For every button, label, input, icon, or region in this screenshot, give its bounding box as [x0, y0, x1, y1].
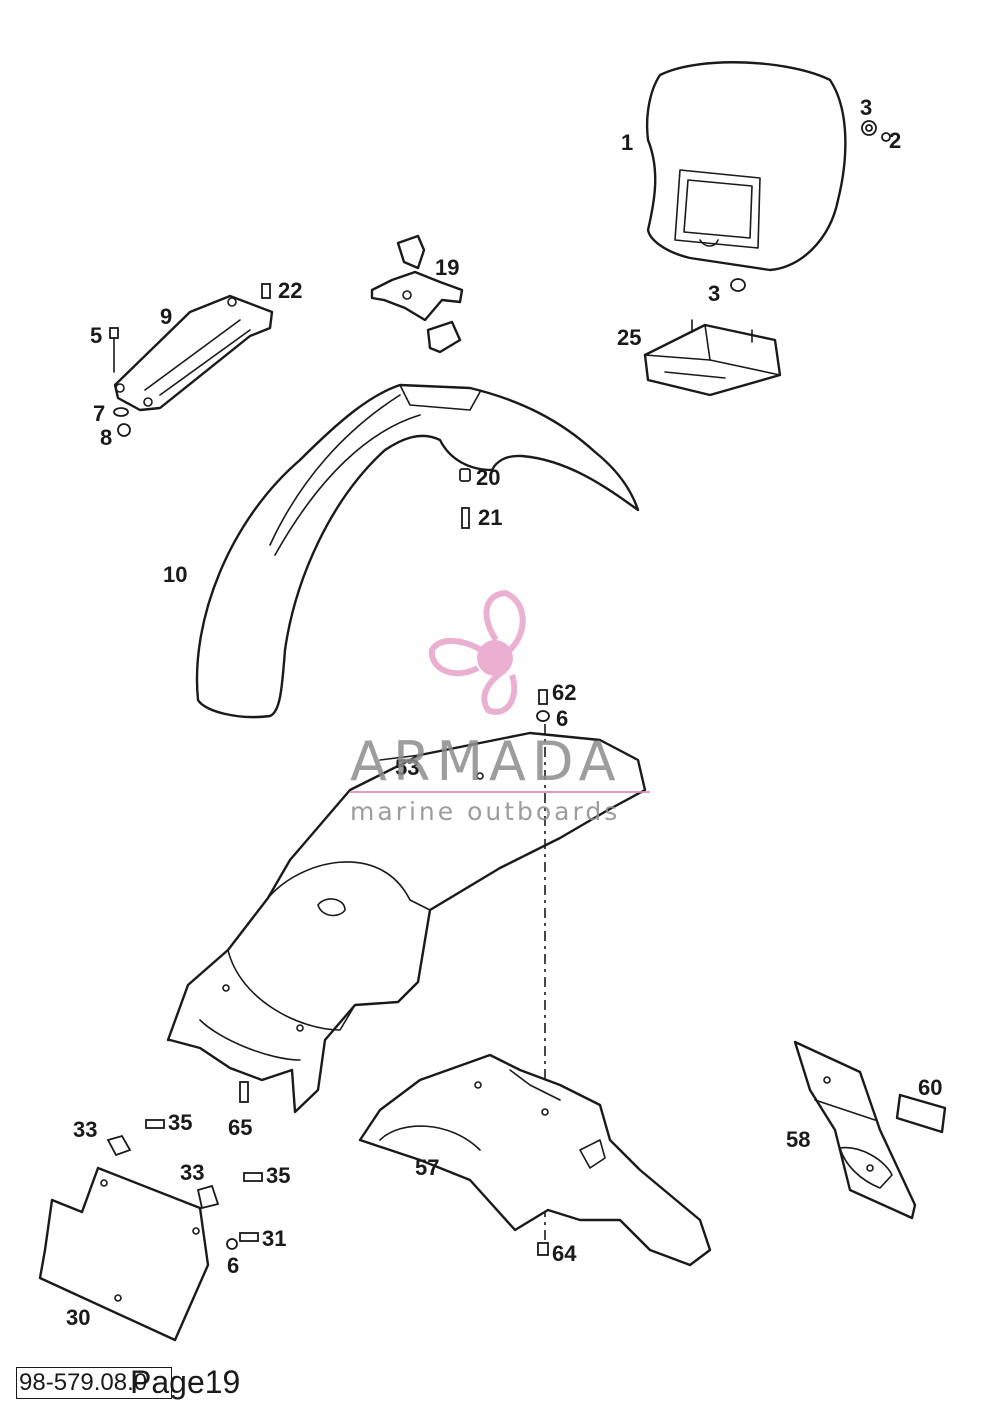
screw-21	[461, 507, 470, 529]
clip-33-a	[106, 1134, 132, 1157]
callout-21: 21	[478, 505, 502, 530]
rear-fender	[166, 731, 647, 1114]
callout-6-lower: 6	[227, 1253, 239, 1278]
callout-5: 5	[90, 323, 102, 348]
headlight-bracket	[370, 234, 464, 354]
watermark: ARMADA marine outboards	[350, 590, 650, 826]
callout-60: 60	[918, 1075, 942, 1100]
nut-3-upper	[861, 120, 877, 136]
callout-25: 25	[617, 325, 641, 350]
nut-8	[117, 423, 131, 437]
callout-19: 19	[435, 255, 459, 280]
callout-9: 9	[160, 304, 172, 329]
screw-65	[239, 1081, 249, 1103]
callout-2: 2	[889, 128, 901, 153]
washer-7	[113, 407, 129, 417]
callout-1: 1	[621, 130, 633, 155]
front-fender	[195, 383, 640, 719]
callout-10: 10	[163, 562, 187, 587]
callout-30: 30	[66, 1305, 90, 1330]
number-plate	[38, 1166, 210, 1342]
page-number: Page19	[130, 1364, 241, 1400]
watermark-brand: ARMADA	[350, 730, 622, 793]
screw-35-b	[243, 1172, 263, 1182]
callout-62: 62	[552, 680, 576, 705]
callout-35-a: 35	[168, 1110, 192, 1135]
rear-mudguard	[358, 1053, 712, 1267]
washer-6-lower	[226, 1238, 238, 1250]
headlight-unit	[643, 319, 782, 397]
reflector-60	[895, 1093, 947, 1134]
watermark-tagline: marine outboards	[350, 797, 620, 826]
callout-7: 7	[93, 401, 105, 426]
nut-20	[459, 468, 471, 482]
screw-62	[538, 689, 548, 705]
propeller-logo	[428, 590, 526, 715]
callout-31: 31	[262, 1226, 286, 1251]
screw-35-a	[145, 1119, 165, 1129]
callout-58: 58	[786, 1127, 810, 1152]
callout-6-upper: 6	[556, 706, 568, 731]
callout-57: 57	[415, 1155, 439, 1180]
screw-5	[109, 327, 119, 373]
callout-3-upper: 3	[860, 95, 872, 120]
callout-33-b: 33	[180, 1160, 204, 1185]
headlight-mask	[645, 61, 847, 272]
number-plate-bracket	[113, 294, 274, 412]
callout-3-lower: 3	[708, 281, 720, 306]
callout-53: 53	[395, 755, 419, 780]
callout-33-a: 33	[73, 1117, 97, 1142]
drawing-code: 98-579.08.0	[16, 1367, 172, 1399]
nut-2	[881, 132, 891, 142]
callout-64: 64	[552, 1241, 577, 1266]
screw-31	[239, 1232, 259, 1242]
nut-64	[537, 1242, 549, 1256]
callout-65: 65	[228, 1115, 252, 1140]
callout-20: 20	[476, 465, 500, 490]
clip-33-b	[196, 1184, 220, 1210]
screw-22	[261, 283, 271, 299]
rear-plate-holder	[793, 1040, 917, 1220]
washer-6-upper	[536, 710, 550, 722]
callout-8: 8	[100, 425, 112, 450]
nut-3-lower	[730, 278, 746, 292]
callout-35-b: 35	[266, 1163, 290, 1188]
callout-22: 22	[278, 278, 302, 303]
